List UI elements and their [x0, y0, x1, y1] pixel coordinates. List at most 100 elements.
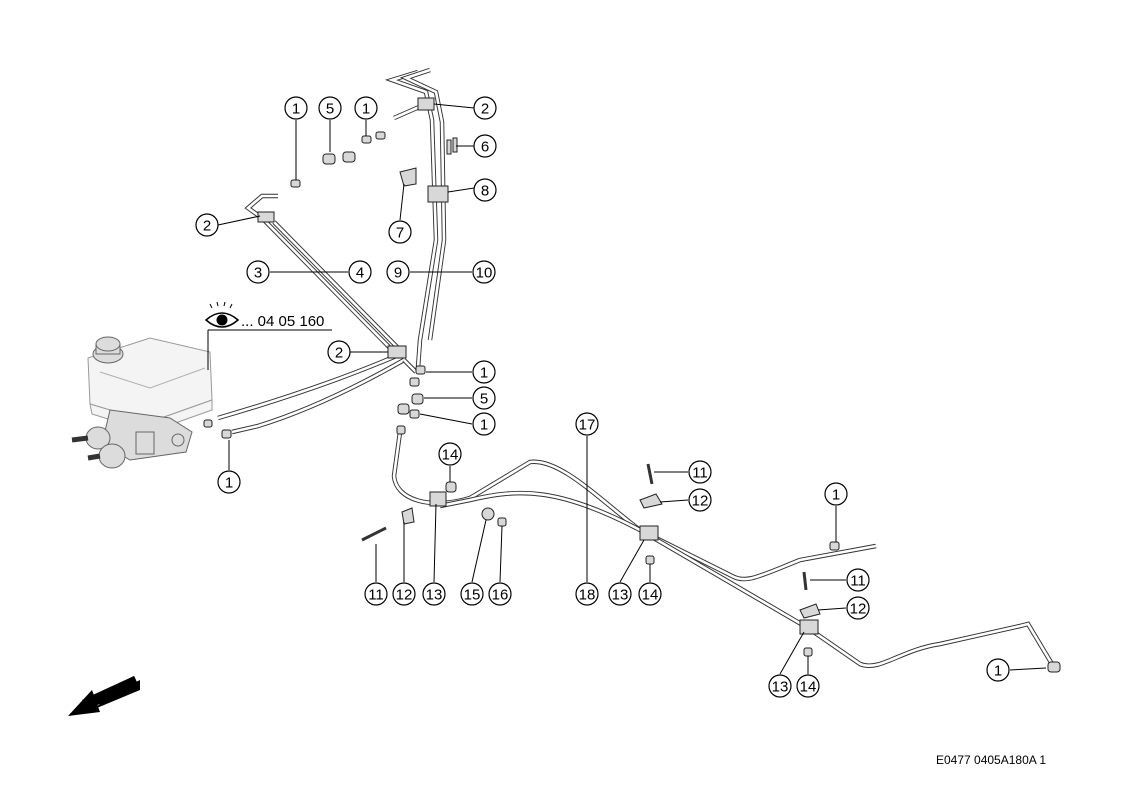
callout-6: 7: [388, 220, 412, 244]
callout-19: 11: [688, 460, 712, 484]
callout-34: 1: [986, 658, 1010, 682]
callout-circle: [472, 360, 496, 384]
callout-8: 3: [246, 260, 270, 284]
callout-circle: [846, 596, 870, 620]
callout-7: 2: [195, 213, 219, 237]
callout-label: 1: [292, 101, 300, 118]
callout-circle: [364, 582, 388, 606]
reference-text: ... 04 05 160: [241, 313, 324, 330]
callout-label: 8: [481, 183, 489, 200]
callout-label: 3: [254, 265, 262, 282]
callout-label: 13: [772, 679, 789, 696]
callout-label: 12: [692, 493, 709, 510]
callout-circle: [473, 134, 497, 158]
callout-29: 14: [638, 582, 662, 606]
callout-circle: [422, 582, 446, 606]
reference-note: ... 04 05 160: [204, 301, 324, 330]
callout-label: 14: [642, 587, 659, 604]
eye-icon: [204, 301, 240, 328]
callout-circle: [386, 260, 410, 284]
callout-27: 18: [575, 582, 599, 606]
callout-circle: [638, 582, 662, 606]
callout-label: 7: [396, 225, 404, 242]
callout-18: 14: [438, 442, 462, 466]
callout-circle: [796, 674, 820, 698]
callout-label: 4: [356, 265, 364, 282]
arrow-icon: [68, 675, 140, 716]
callout-11: 10: [472, 260, 496, 284]
callout-4: 6: [473, 134, 497, 158]
callout-circle: [195, 213, 219, 237]
callout-circle: [824, 482, 848, 506]
callout-label: 17: [579, 417, 596, 434]
callout-label: 5: [326, 101, 334, 118]
callout-circle: [846, 568, 870, 592]
callout-2: 1: [354, 96, 378, 120]
callout-23: 12: [846, 596, 870, 620]
callout-label: 1: [225, 475, 233, 492]
callout-label: 5: [480, 391, 488, 408]
callout-circle: [217, 470, 241, 494]
callout-circle: [608, 582, 632, 606]
callout-31: 12: [392, 582, 416, 606]
callout-14: 5: [472, 386, 496, 410]
callout-circle: [348, 260, 372, 284]
callout-1: 5: [318, 96, 342, 120]
callout-16: 1: [217, 470, 241, 494]
callout-label: 1: [480, 417, 488, 434]
callout-circle: [284, 96, 308, 120]
callout-label: 1: [362, 101, 370, 118]
callout-label: 10: [476, 265, 493, 282]
callout-label: 9: [394, 265, 402, 282]
callout-circle: [688, 460, 712, 484]
callout-circle: [472, 412, 496, 436]
callout-label: 16: [492, 587, 509, 604]
callout-15: 1: [472, 412, 496, 436]
callout-22: 11: [846, 568, 870, 592]
callout-17: 17: [575, 412, 599, 436]
callout-9: 4: [348, 260, 372, 284]
callout-circle: [473, 178, 497, 202]
callout-circle: [438, 442, 462, 466]
callout-label: 6: [481, 139, 489, 156]
callout-label: 11: [692, 465, 708, 482]
callout-label: 14: [442, 447, 459, 464]
callout-circle: [392, 582, 416, 606]
callout-label: 12: [850, 601, 867, 618]
callout-circle: [318, 96, 342, 120]
callout-circle: [354, 96, 378, 120]
callout-32: 13: [768, 674, 792, 698]
callout-circle: [575, 582, 599, 606]
callout-circle: [472, 386, 496, 410]
callout-label: 18: [579, 587, 596, 604]
callout-label: 12: [396, 587, 413, 604]
callout-label: 2: [335, 345, 343, 362]
callout-label: 2: [481, 101, 489, 118]
callout-20: 12: [688, 488, 712, 512]
callout-label: 1: [994, 663, 1002, 680]
hydraulic-unit: [71, 336, 213, 469]
callout-circle: [388, 220, 412, 244]
callout-label: 11: [850, 573, 866, 590]
callout-label: 13: [426, 587, 443, 604]
callout-28: 13: [608, 582, 632, 606]
callout-circle: [986, 658, 1010, 682]
callout-circle: [488, 582, 512, 606]
callout-0: 1: [284, 96, 308, 120]
callout-label: 1: [832, 487, 840, 504]
callout-33: 14: [796, 674, 820, 698]
callout-label: 1: [480, 365, 488, 382]
leader-lines: [207, 103, 1047, 675]
callout-30: 11: [364, 582, 388, 606]
callout-circle: [460, 582, 484, 606]
callout-circle: [575, 412, 599, 436]
fittings: [203, 97, 1061, 673]
callout-label: 11: [368, 587, 384, 604]
callout-circle: [246, 260, 270, 284]
callout-circle: [688, 488, 712, 512]
callout-circle: [473, 96, 497, 120]
callout-24: 13: [422, 582, 446, 606]
callout-label: 14: [800, 679, 817, 696]
